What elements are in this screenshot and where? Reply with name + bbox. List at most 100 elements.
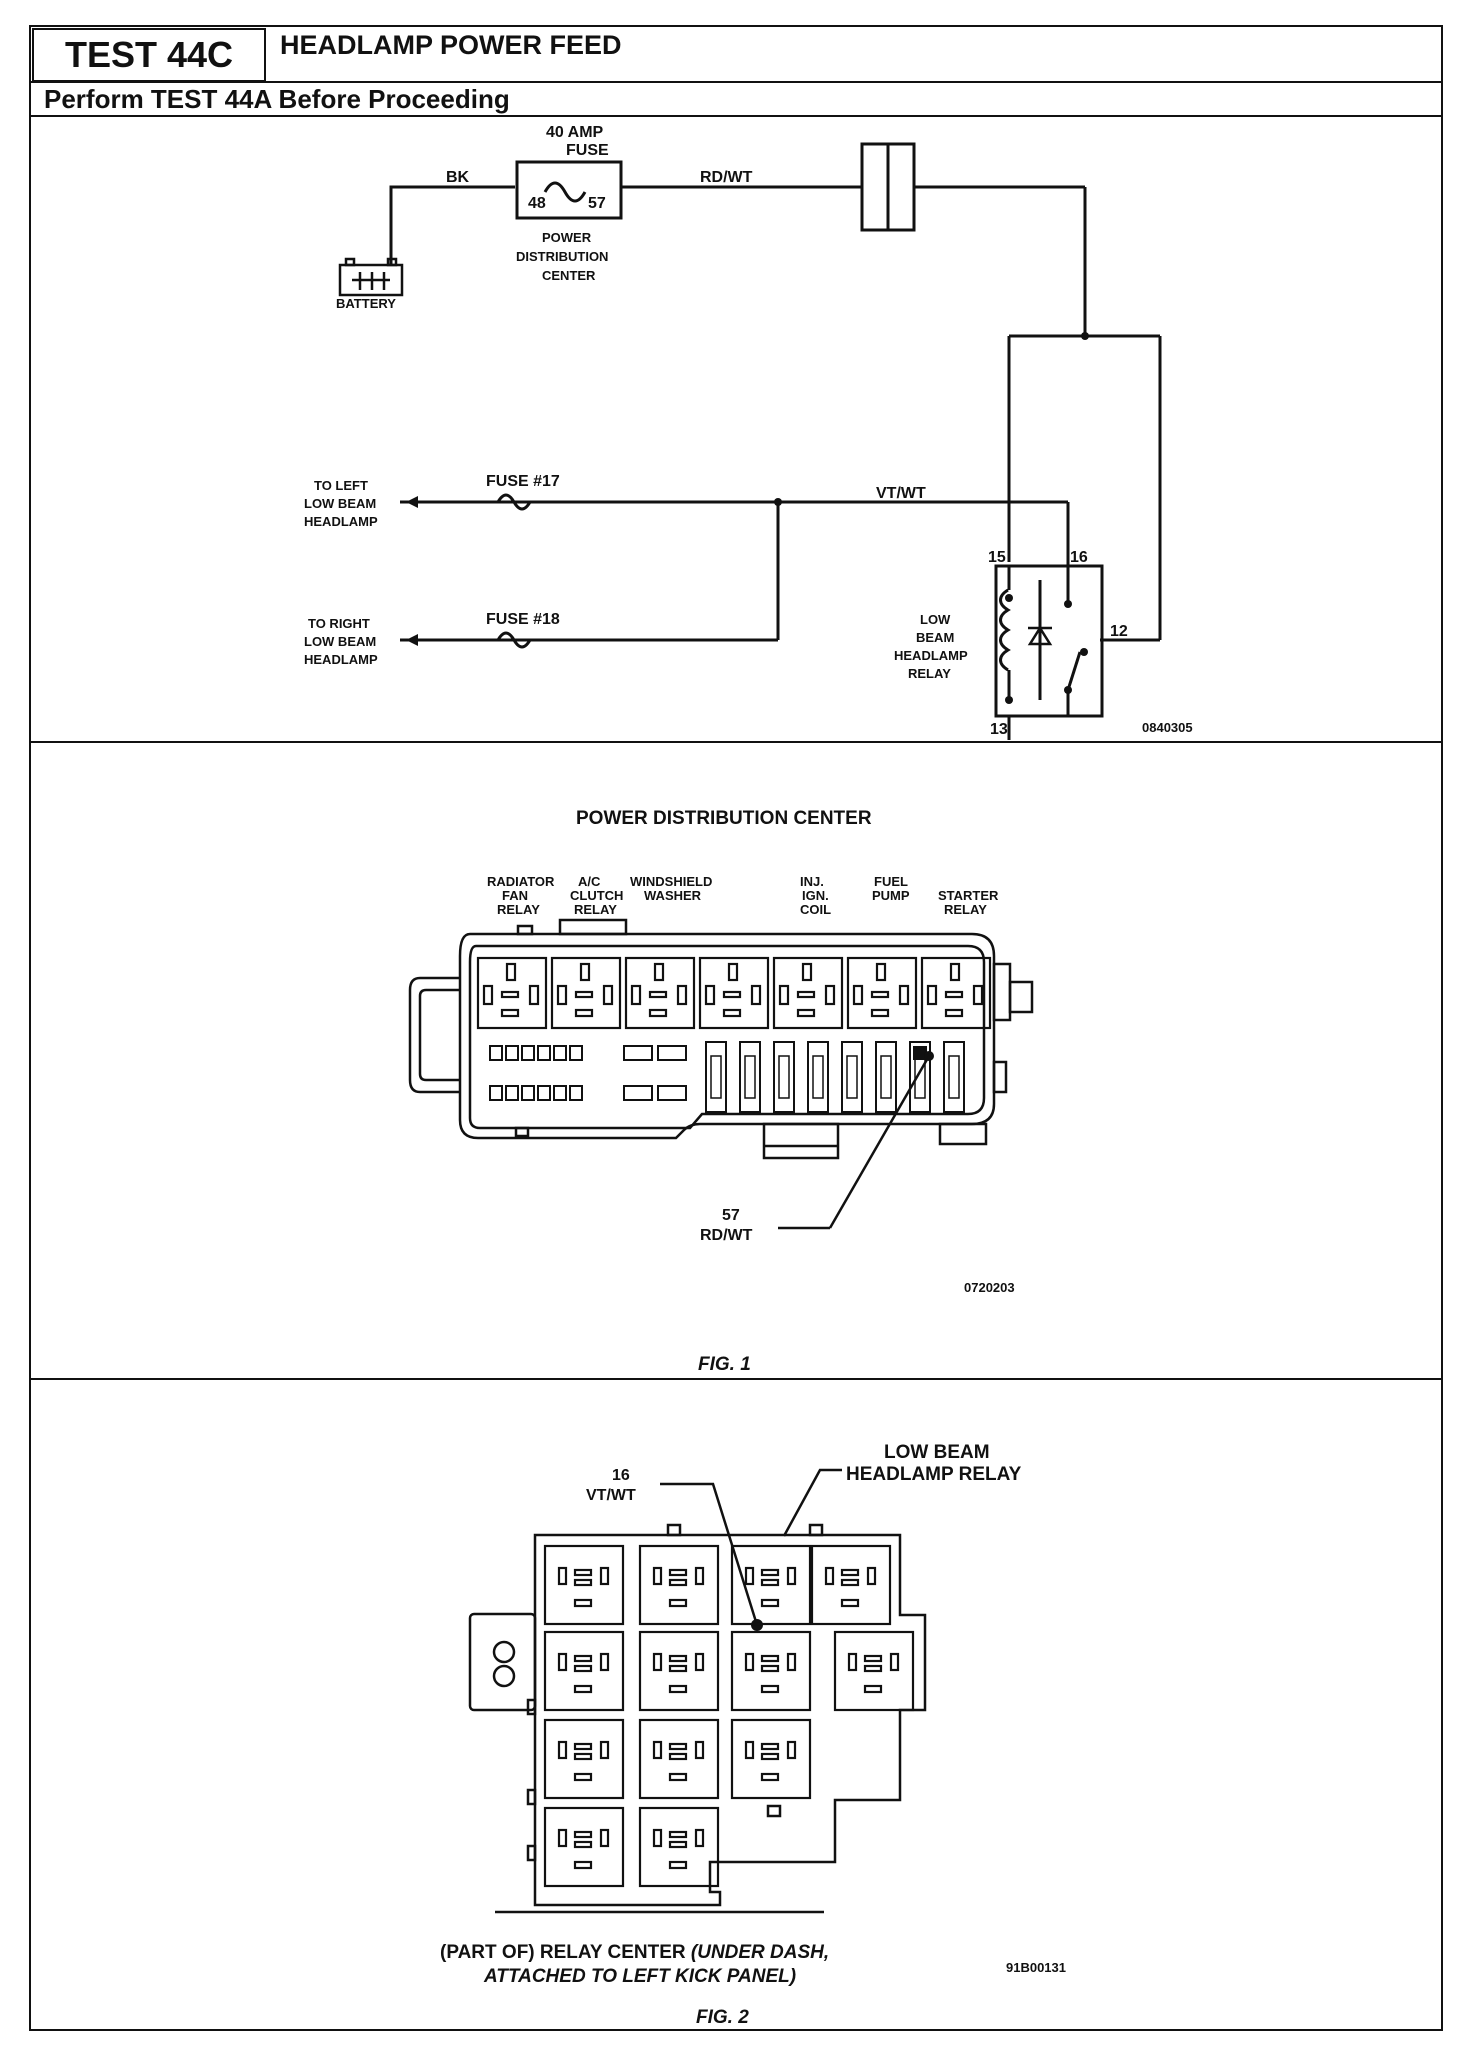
relay-center-body <box>468 1523 927 1914</box>
relay-socket <box>638 1718 720 1800</box>
battery-label: BATTERY <box>336 296 396 311</box>
relay-pin-16: 16 <box>1070 549 1088 566</box>
fuse-18-label: FUSE #18 <box>486 611 560 628</box>
fuse-18-symbol <box>496 631 532 649</box>
mini-fuse <box>537 1085 551 1101</box>
label-inj-3: COIL <box>800 902 831 917</box>
fig1-callout-pin: 57 <box>722 1207 740 1224</box>
wire-bk-label: BK <box>446 169 470 186</box>
label-radiator-1: RADIATOR <box>487 874 555 889</box>
wiring-schematic <box>389 142 1162 740</box>
fig2-relay-label-1: LOW BEAM <box>884 1442 990 1463</box>
pdc-label-2: DISTRIBUTION <box>516 249 608 264</box>
pdc-label-3: CENTER <box>542 268 596 283</box>
mini-fuse <box>521 1045 535 1061</box>
cartridge-fuse <box>705 1041 727 1113</box>
label-fuel-2: PUMP <box>872 888 910 903</box>
label-starter-2: RELAY <box>944 902 987 917</box>
label-radiator-3: RELAY <box>497 902 540 917</box>
pdc-relay-socket <box>476 956 548 1030</box>
left-headlamp-label-1: TO LEFT <box>314 478 368 493</box>
pdc-body <box>408 918 1034 1160</box>
fuse-label: FUSE <box>566 142 609 159</box>
relay-socket <box>730 1630 812 1712</box>
pdc-relay-socket <box>846 956 918 1030</box>
mini-fuse <box>521 1085 535 1101</box>
fig2-caption-normal: (PART OF) RELAY CENTER <box>440 1942 691 1963</box>
arrow-left-headlamp <box>406 496 418 508</box>
relay-label-1: LOW <box>920 612 951 627</box>
pdc-relay-socket <box>698 956 770 1030</box>
fig1-code: 0720203 <box>964 1280 1015 1295</box>
label-fuel-1: FUEL <box>874 874 908 889</box>
callout-dot <box>924 1051 934 1061</box>
maxi-fuse <box>623 1045 653 1061</box>
fuse-40-amp-symbol <box>543 181 587 203</box>
test-number: TEST 44C <box>64 34 234 75</box>
mini-fuse <box>505 1045 519 1061</box>
fig2-callout-pin: 16 <box>612 1467 630 1484</box>
left-headlamp-label-2: LOW BEAM <box>304 496 376 511</box>
cartridge-fuse <box>909 1041 931 1113</box>
cartridge-fuse <box>943 1041 965 1113</box>
fuse-rating-label: 40 AMP <box>546 124 604 141</box>
relay-socket <box>638 1544 720 1626</box>
fig2-caption: FIG. 2 <box>696 2007 749 2028</box>
mini-fuse <box>569 1085 583 1101</box>
fig1-callout <box>778 1055 931 1230</box>
fuse-pin-out: 57 <box>588 195 606 212</box>
pdc-relay-socket <box>550 956 622 1030</box>
relay-socket <box>810 1544 892 1626</box>
pdc-relay-socket <box>920 956 992 1030</box>
relay-diode <box>1027 625 1053 646</box>
label-ws-2: WASHER <box>644 888 702 903</box>
label-radiator-2: FAN <box>502 888 528 903</box>
cartridge-fuse <box>739 1041 761 1113</box>
maxi-fuse <box>623 1085 653 1101</box>
headlamp-outputs <box>410 493 560 649</box>
relay-socket <box>543 1630 625 1712</box>
relay-pin-13: 13 <box>990 721 1008 738</box>
pdc-relay-socket <box>772 956 844 1030</box>
mini-fuse <box>553 1045 567 1061</box>
relay-socket <box>833 1630 915 1712</box>
label-ac-3: RELAY <box>574 902 617 917</box>
relay-socket <box>638 1630 720 1712</box>
label-inj-2: IGN. <box>802 888 829 903</box>
relay-label-4: RELAY <box>908 666 951 681</box>
relay-coil <box>999 588 1011 672</box>
junction-dots <box>774 332 1089 704</box>
relay-label-2: BEAM <box>916 630 954 645</box>
wire-vtwt-label: VT/WT <box>876 485 926 502</box>
fig2-caption-italic: (UNDER DASH, <box>691 1942 829 1963</box>
wire-bk <box>389 185 515 265</box>
label-ac-2: CLUTCH <box>570 888 623 903</box>
fig2-callout-wire: VT/WT <box>586 1487 636 1504</box>
mini-fuse <box>553 1085 567 1101</box>
fuse-40-amp-box <box>515 160 623 220</box>
relay-socket <box>543 1544 625 1626</box>
fig2-callout-lines <box>660 1468 842 1626</box>
pdc-fuse-rows <box>489 1041 965 1113</box>
cartridge-fuse <box>807 1041 829 1113</box>
label-ws-1: WINDSHIELD <box>630 874 712 889</box>
mini-fuse <box>489 1085 503 1101</box>
fig2-relay-label-2: HEADLAMP RELAY <box>846 1464 1022 1485</box>
mini-fuse <box>505 1085 519 1101</box>
fuse-17-label: FUSE #17 <box>486 473 560 490</box>
fig1-callout-wire: RD/WT <box>700 1227 753 1244</box>
label-ac-1: A/C <box>578 874 601 889</box>
relay-pin-12: 12 <box>1110 623 1128 640</box>
pdc-relay-row <box>476 956 992 1030</box>
relay-label-3: HEADLAMP <box>894 648 968 663</box>
page-subtitle: Perform TEST 44A Before Proceeding <box>44 84 510 114</box>
keyhole-icon <box>492 1640 516 1688</box>
fuse-pin-in: 48 <box>528 195 546 212</box>
relay-socket <box>543 1718 625 1800</box>
cartridge-fuse <box>875 1041 897 1113</box>
cartridge-fuse <box>773 1041 795 1113</box>
page-title: HEADLAMP POWER FEED <box>280 30 622 60</box>
label-starter-1: STARTER <box>938 888 999 903</box>
